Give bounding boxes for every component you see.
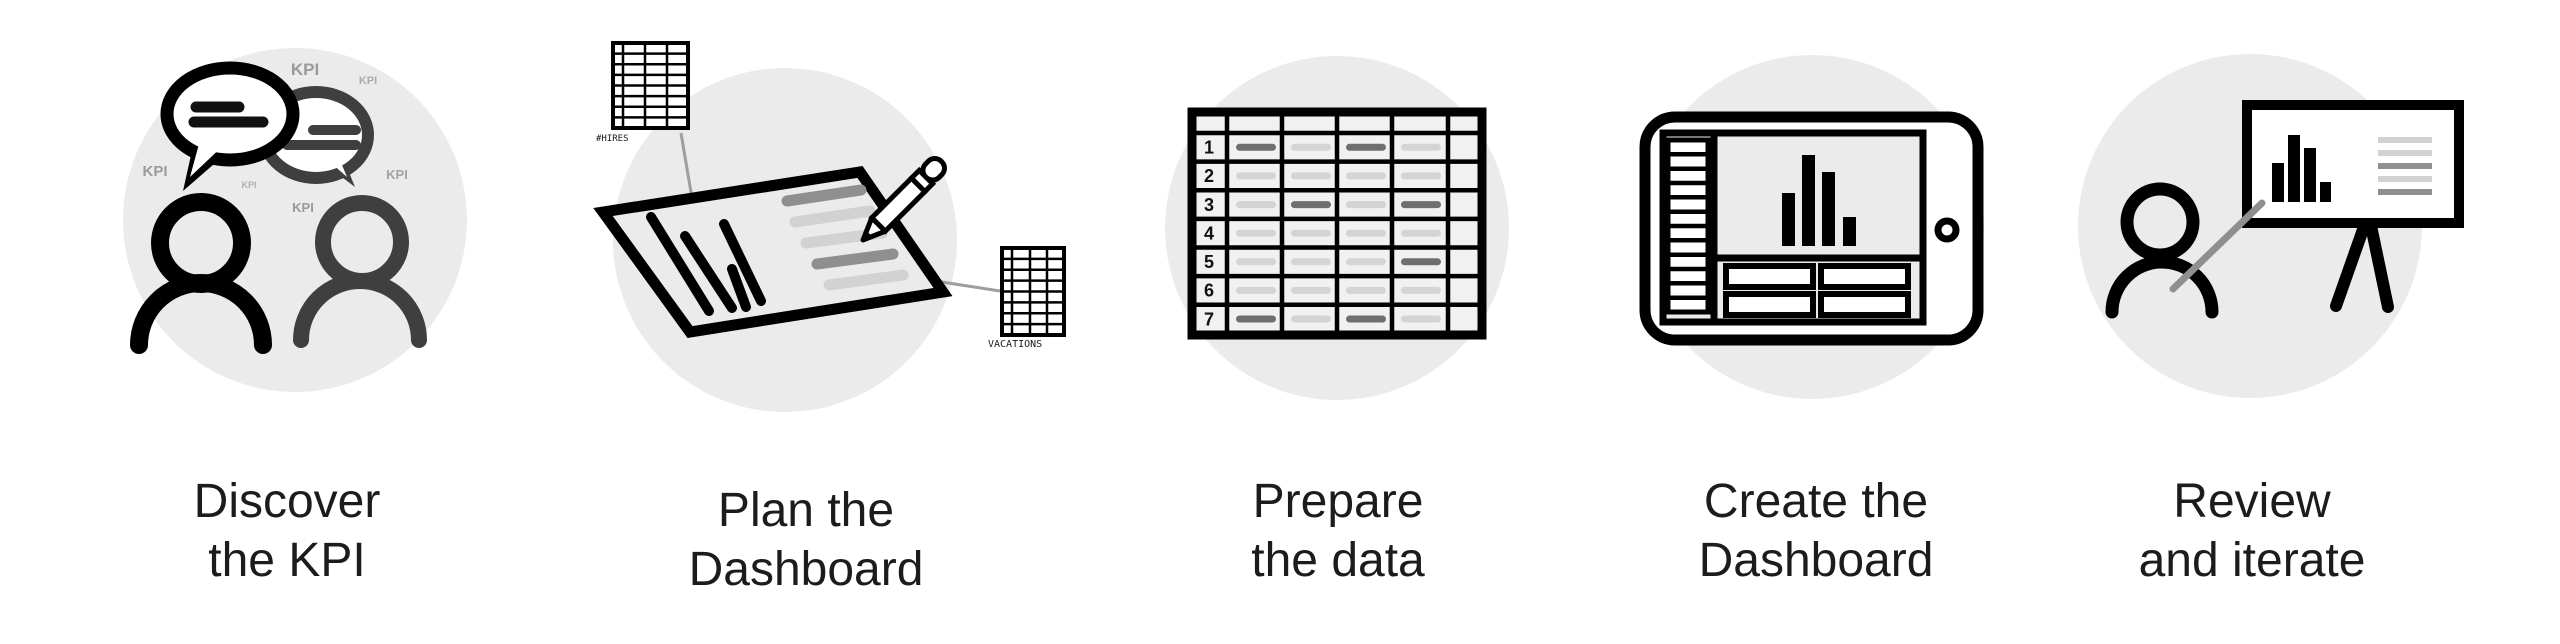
dashboard-card xyxy=(1818,291,1911,318)
caption-line: the KPI xyxy=(208,534,366,587)
chart-bar xyxy=(2320,182,2331,202)
table-cell-bar xyxy=(1291,143,1331,151)
caption-line: and iterate xyxy=(2138,534,2366,587)
caption-line: Review xyxy=(2173,475,2331,528)
dashboard-sidebar xyxy=(1665,137,1711,315)
chart-bar xyxy=(1802,155,1815,246)
table-cell-bar xyxy=(1291,286,1331,294)
table-row-number: 4 xyxy=(1204,224,1214,244)
table-row-number: 3 xyxy=(1204,195,1214,215)
kpi-label: KPI xyxy=(291,60,319,79)
data-table-icon: 1 2 3 4 5 6 7 xyxy=(1187,107,1487,340)
step-icon-prepare-data: 1 2 3 4 5 6 7 xyxy=(1165,56,1509,400)
step-icon-create-dashboard xyxy=(1639,55,1984,399)
chart-bar xyxy=(1782,193,1795,246)
table-cell-bar xyxy=(1291,258,1331,266)
table-cell-bar xyxy=(1291,172,1331,180)
table-cell-bar xyxy=(1346,286,1386,294)
presentation-board-icon xyxy=(2242,100,2464,228)
step-icon-discover-kpi: KPI KPI KPI KPI KPI KPI xyxy=(123,48,467,392)
table-cell-bar xyxy=(1401,143,1441,151)
caption-line: the data xyxy=(1251,534,1425,587)
chart-bar xyxy=(2288,135,2300,202)
caption-line: Dashboard xyxy=(1698,534,1934,587)
kpi-label: KPI xyxy=(241,180,256,190)
table-cell-bar xyxy=(1346,229,1386,237)
step-icon-review-iterate xyxy=(2078,54,2464,398)
chart-bar xyxy=(1822,172,1835,246)
step-icons-canvas: KPI KPI KPI KPI KPI KPI xyxy=(123,41,2464,412)
dashboard-chart-panel xyxy=(1710,129,1927,262)
sheet-label-vacations: VACATIONS xyxy=(988,339,1042,350)
step-icon-plan-dashboard: #HIRES VACATIONS xyxy=(593,41,1066,412)
table-cell-bar xyxy=(1401,172,1441,180)
pencil-icon xyxy=(860,156,947,243)
easel-legs xyxy=(2330,215,2394,313)
step-caption-create-dashboard: Create the Dashboard xyxy=(1699,472,1934,590)
person-right-icon xyxy=(293,195,427,348)
kpi-label: KPI xyxy=(386,167,408,182)
caption-line: Discover xyxy=(193,475,381,528)
tablet-home-button xyxy=(1934,217,1960,243)
chart-bar xyxy=(2304,148,2316,202)
step-caption-review-iterate: Review and iterate xyxy=(2139,472,2366,590)
sketch-bars xyxy=(646,212,766,316)
table-cell-bar xyxy=(1401,286,1441,294)
caption-line: Plan the xyxy=(717,484,895,537)
spreadsheet-vacations-icon: VACATIONS xyxy=(988,246,1066,350)
table-cell-bar xyxy=(1236,201,1276,209)
kpi-label: KPI xyxy=(142,163,167,180)
table-cell-bar xyxy=(1401,315,1441,323)
table-row-number: 2 xyxy=(1204,166,1214,186)
dashboard-card xyxy=(1818,263,1911,290)
caption-line: Create the xyxy=(1703,475,1929,528)
board-text-lines-light xyxy=(2378,137,2432,182)
spreadsheet-hires-icon: #HIRES xyxy=(596,41,690,144)
table-cell-bar xyxy=(1236,229,1276,237)
table-row-number: 7 xyxy=(1204,309,1214,329)
sketch-text-lines-dark xyxy=(781,184,899,270)
table-cell-bar xyxy=(1236,315,1276,323)
table-cell-bar xyxy=(1291,315,1331,323)
kpi-label: KPI xyxy=(359,75,377,87)
table-cell-bar xyxy=(1291,229,1331,237)
sheet-label-hires: #HIRES xyxy=(596,134,629,144)
caption-line: Prepare xyxy=(1252,475,1424,528)
table-cell-bar xyxy=(1346,258,1386,266)
board-text-lines-dark xyxy=(2378,163,2432,195)
table-row-number: 5 xyxy=(1204,252,1214,272)
table-cell-bar xyxy=(1346,172,1386,180)
table-cell-bar xyxy=(1236,286,1276,294)
speech-bubble-left-icon xyxy=(160,61,300,191)
table-cell-bar xyxy=(1236,258,1276,266)
table-row-number: 1 xyxy=(1204,138,1214,158)
step-caption-prepare-data: Prepare the data xyxy=(1251,472,1424,590)
tablet-dashboard-icon xyxy=(1639,111,1984,346)
dashboard-card xyxy=(1723,263,1816,290)
chart-bar xyxy=(2272,163,2284,202)
table-cell-bar xyxy=(1291,201,1331,209)
person-left-icon xyxy=(130,193,272,354)
sketch-paper-icon xyxy=(593,166,953,338)
table-gridlines xyxy=(1192,112,1482,335)
kpi-label: KPI xyxy=(292,200,314,215)
dashboard-card xyxy=(1723,291,1816,318)
step-caption-discover-kpi: Discover the KPI xyxy=(194,472,381,590)
caption-line: Dashboard xyxy=(688,543,924,596)
table-cell-bar xyxy=(1401,201,1441,209)
dashboard-cards-panel xyxy=(1710,254,1927,326)
table-cell-bar xyxy=(1236,143,1276,151)
table-row-number: 6 xyxy=(1204,281,1214,301)
chart-bar xyxy=(1843,217,1856,246)
pointer-stick xyxy=(2169,199,2266,293)
table-cell-bar xyxy=(1236,172,1276,180)
presenter-icon xyxy=(2105,182,2219,319)
table-cell-bar xyxy=(1346,143,1386,151)
table-cell-bars xyxy=(1236,143,1441,323)
step-caption-plan-dashboard: Plan the Dashboard xyxy=(689,481,924,599)
table-cell-bar xyxy=(1401,229,1441,237)
table-cell-bar xyxy=(1346,315,1386,323)
table-cell-bar xyxy=(1346,201,1386,209)
table-cell-bar xyxy=(1401,258,1441,266)
